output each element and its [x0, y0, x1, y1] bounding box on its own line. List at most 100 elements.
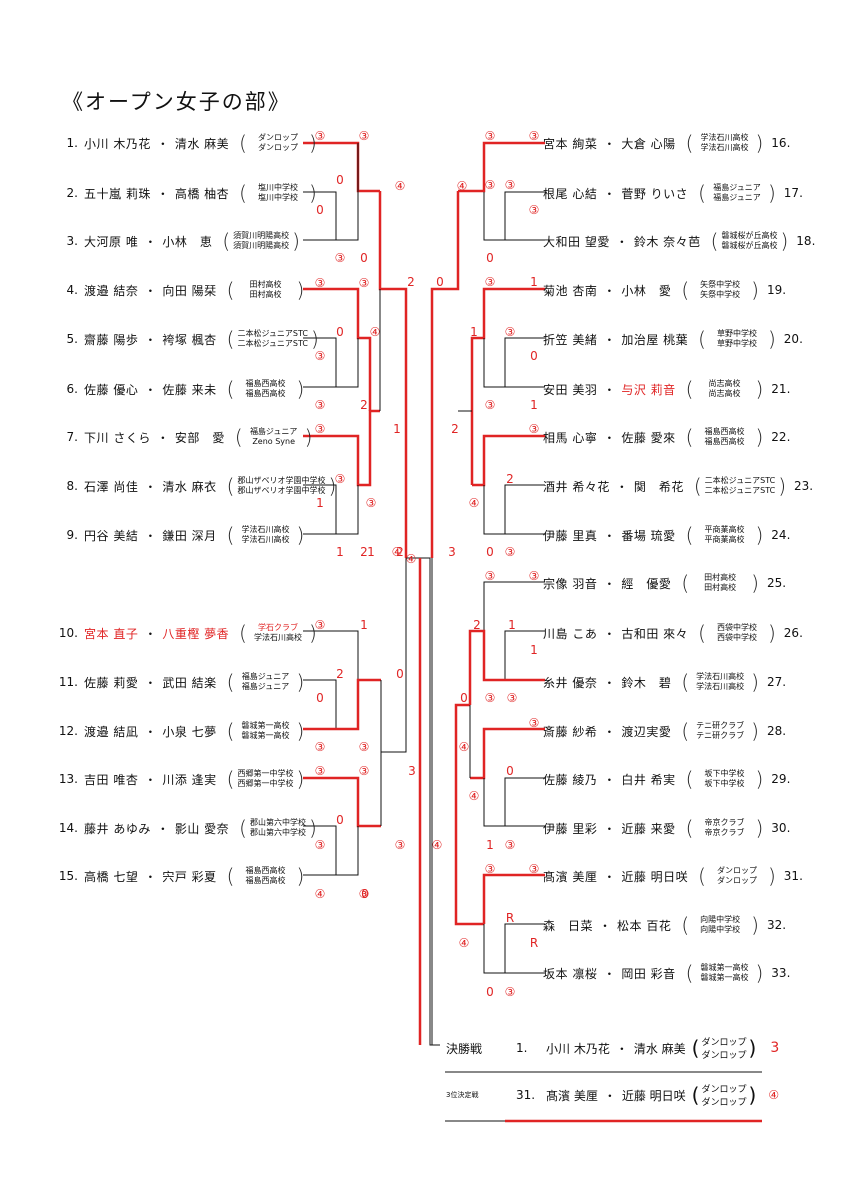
- winner-path: [482, 873, 545, 924]
- player-1-name: 下川 さくら: [84, 430, 151, 445]
- club-2: 西郷第一中学校: [237, 779, 294, 788]
- score-mark: ③: [314, 764, 326, 778]
- player-1-name: 酒井 希々花: [543, 479, 610, 494]
- bracket-line: [303, 337, 337, 387]
- seed-number: 9.: [66, 528, 78, 542]
- score-mark: 0: [336, 173, 344, 187]
- player-1-name: 小川 木乃花: [84, 136, 151, 151]
- team-row: 3.大河原 唯・小林 恵(須賀川明陽高校須賀川明陽高校): [56, 226, 300, 256]
- player-1-name: 坂本 凛桜: [543, 966, 598, 981]
- bracket-line: [381, 558, 407, 753]
- player-1-name: 相馬 心寧: [543, 430, 598, 445]
- player-1-name: 髙濱 美厘: [543, 869, 598, 884]
- club-1: ダンロップ: [257, 133, 298, 142]
- club-1: 帝京クラブ: [704, 818, 745, 827]
- bracket-line: [483, 338, 545, 388]
- name-separator: ・: [156, 430, 169, 445]
- affiliation: (ダンロップダンロップ): [239, 131, 317, 155]
- bracket-line: [303, 825, 337, 875]
- team-row: 11.佐藤 莉愛・武田 結楽(福島ジュニア福島ジュニア): [56, 667, 304, 697]
- final-num: 1.: [516, 1041, 528, 1055]
- seed-number: 3.: [66, 234, 78, 248]
- winner-path: [468, 629, 545, 705]
- club-2: 坂下中学校: [704, 779, 745, 788]
- affiliation: (須賀川明陽高校須賀川明陽高校): [222, 229, 300, 253]
- club-2: 福島ジュニア: [241, 682, 290, 691]
- affiliation: (学法石川高校学法石川高校): [226, 523, 305, 547]
- winner-path: [303, 409, 380, 487]
- seed-number: 33.: [771, 966, 791, 980]
- player-1-name: 佐藤 優心: [84, 382, 139, 397]
- winner-path: [470, 727, 545, 780]
- player-2-name: 清水 麻美: [174, 136, 230, 151]
- score-mark: 1: [393, 422, 401, 436]
- score-mark: ③: [394, 838, 406, 852]
- club-1: 福島ジュニア: [249, 427, 298, 436]
- name-separator: ・: [144, 382, 157, 397]
- seed-number: 22.: [771, 430, 791, 444]
- team-row: 糸井 優奈・鈴木 碧(学法石川高校学法石川高校)27.: [543, 667, 793, 697]
- score-mark: ③: [314, 740, 326, 754]
- affiliation: (郡山第六中学校郡山第六中学校): [239, 816, 317, 840]
- player-2-name: 經 優愛: [621, 576, 672, 591]
- score-mark: ④: [468, 496, 480, 510]
- seed-number: 14.: [58, 821, 78, 835]
- seed-number: 21.: [771, 382, 791, 396]
- affiliation: (学石クラブ学法石川高校): [239, 621, 317, 645]
- winner-path: [378, 191, 408, 558]
- player-2-name: 岡田 彩音: [621, 966, 676, 981]
- affiliation: (福島ジュニア福島ジュニア): [226, 670, 305, 694]
- final-match: 決勝戦 1. 小川 木乃花 ・ 清水 麻美 ( ダンロップ ダンロップ ) 3: [446, 1036, 780, 1061]
- score-mark: ③: [314, 276, 326, 290]
- score-mark: ③: [504, 838, 516, 852]
- score-mark: ④: [391, 545, 403, 559]
- name-separator: ・: [156, 136, 169, 151]
- club-1: 二本松ジュニアSTC: [237, 329, 309, 338]
- club-1: 坂下中学校: [704, 769, 745, 778]
- affiliation: (平商業高校平商業高校): [685, 523, 764, 547]
- score-mark: ③: [484, 275, 496, 289]
- seed-number: 2.: [66, 186, 78, 200]
- name-separator: ・: [603, 382, 616, 397]
- team-row: 13.吉田 唯杏・川添 逢実(西郷第一中学校西郷第一中学校): [56, 764, 304, 794]
- score-mark: 0: [336, 325, 344, 339]
- bracket-line: [303, 826, 359, 876]
- score-mark: 2: [336, 667, 344, 681]
- club-2: 福島西高校: [704, 437, 745, 446]
- club-1: 西郷第一中学校: [237, 769, 294, 778]
- club-2: Zeno Syne: [252, 437, 296, 446]
- affiliation: (田村高校田村高校): [226, 278, 305, 302]
- score-mark: ③: [504, 545, 516, 559]
- club-1: ダンロップ: [716, 866, 757, 875]
- player-2-name: 向田 陽栞: [162, 283, 217, 298]
- player-2-name: 八重樫 夢香: [162, 626, 230, 641]
- seed-number: 25.: [766, 576, 787, 590]
- player-2-name: 鈴木 碧: [621, 675, 672, 690]
- name-separator: ・: [603, 724, 616, 739]
- score-mark: 1: [316, 496, 324, 510]
- team-row: 6.佐藤 優心・佐藤 来未(福島西高校福島西高校): [56, 374, 305, 404]
- score-mark: 2: [360, 545, 368, 559]
- club-1: 矢祭中学校: [700, 280, 741, 289]
- club-2: 磐城第一高校: [700, 973, 749, 982]
- name-separator: ・: [144, 869, 157, 884]
- player-2-name: 袴塚 楓杏: [162, 332, 217, 347]
- club-1: 郡山第六中学校: [249, 818, 306, 827]
- name-separator: ・: [603, 966, 616, 981]
- club-1: 平商業高校: [704, 525, 745, 534]
- player-2-name: 古和田 來々: [621, 626, 689, 641]
- player-2-name: 鎌田 深月: [162, 528, 217, 543]
- score-mark: ③: [528, 569, 540, 583]
- player-1-name: 円谷 美結: [84, 528, 139, 543]
- name-separator: ・: [615, 479, 628, 494]
- club-1: 磐城第一高校: [241, 721, 290, 730]
- score-mark: ③: [528, 203, 540, 217]
- player-2-name: 小泉 七夢: [162, 724, 217, 739]
- bracket-line: [504, 923, 545, 973]
- score-mark: 2: [451, 422, 459, 436]
- score-mark: 0: [460, 691, 468, 705]
- final-club-1: ダンロップ: [701, 1038, 747, 1048]
- score-mark: ③: [506, 691, 518, 705]
